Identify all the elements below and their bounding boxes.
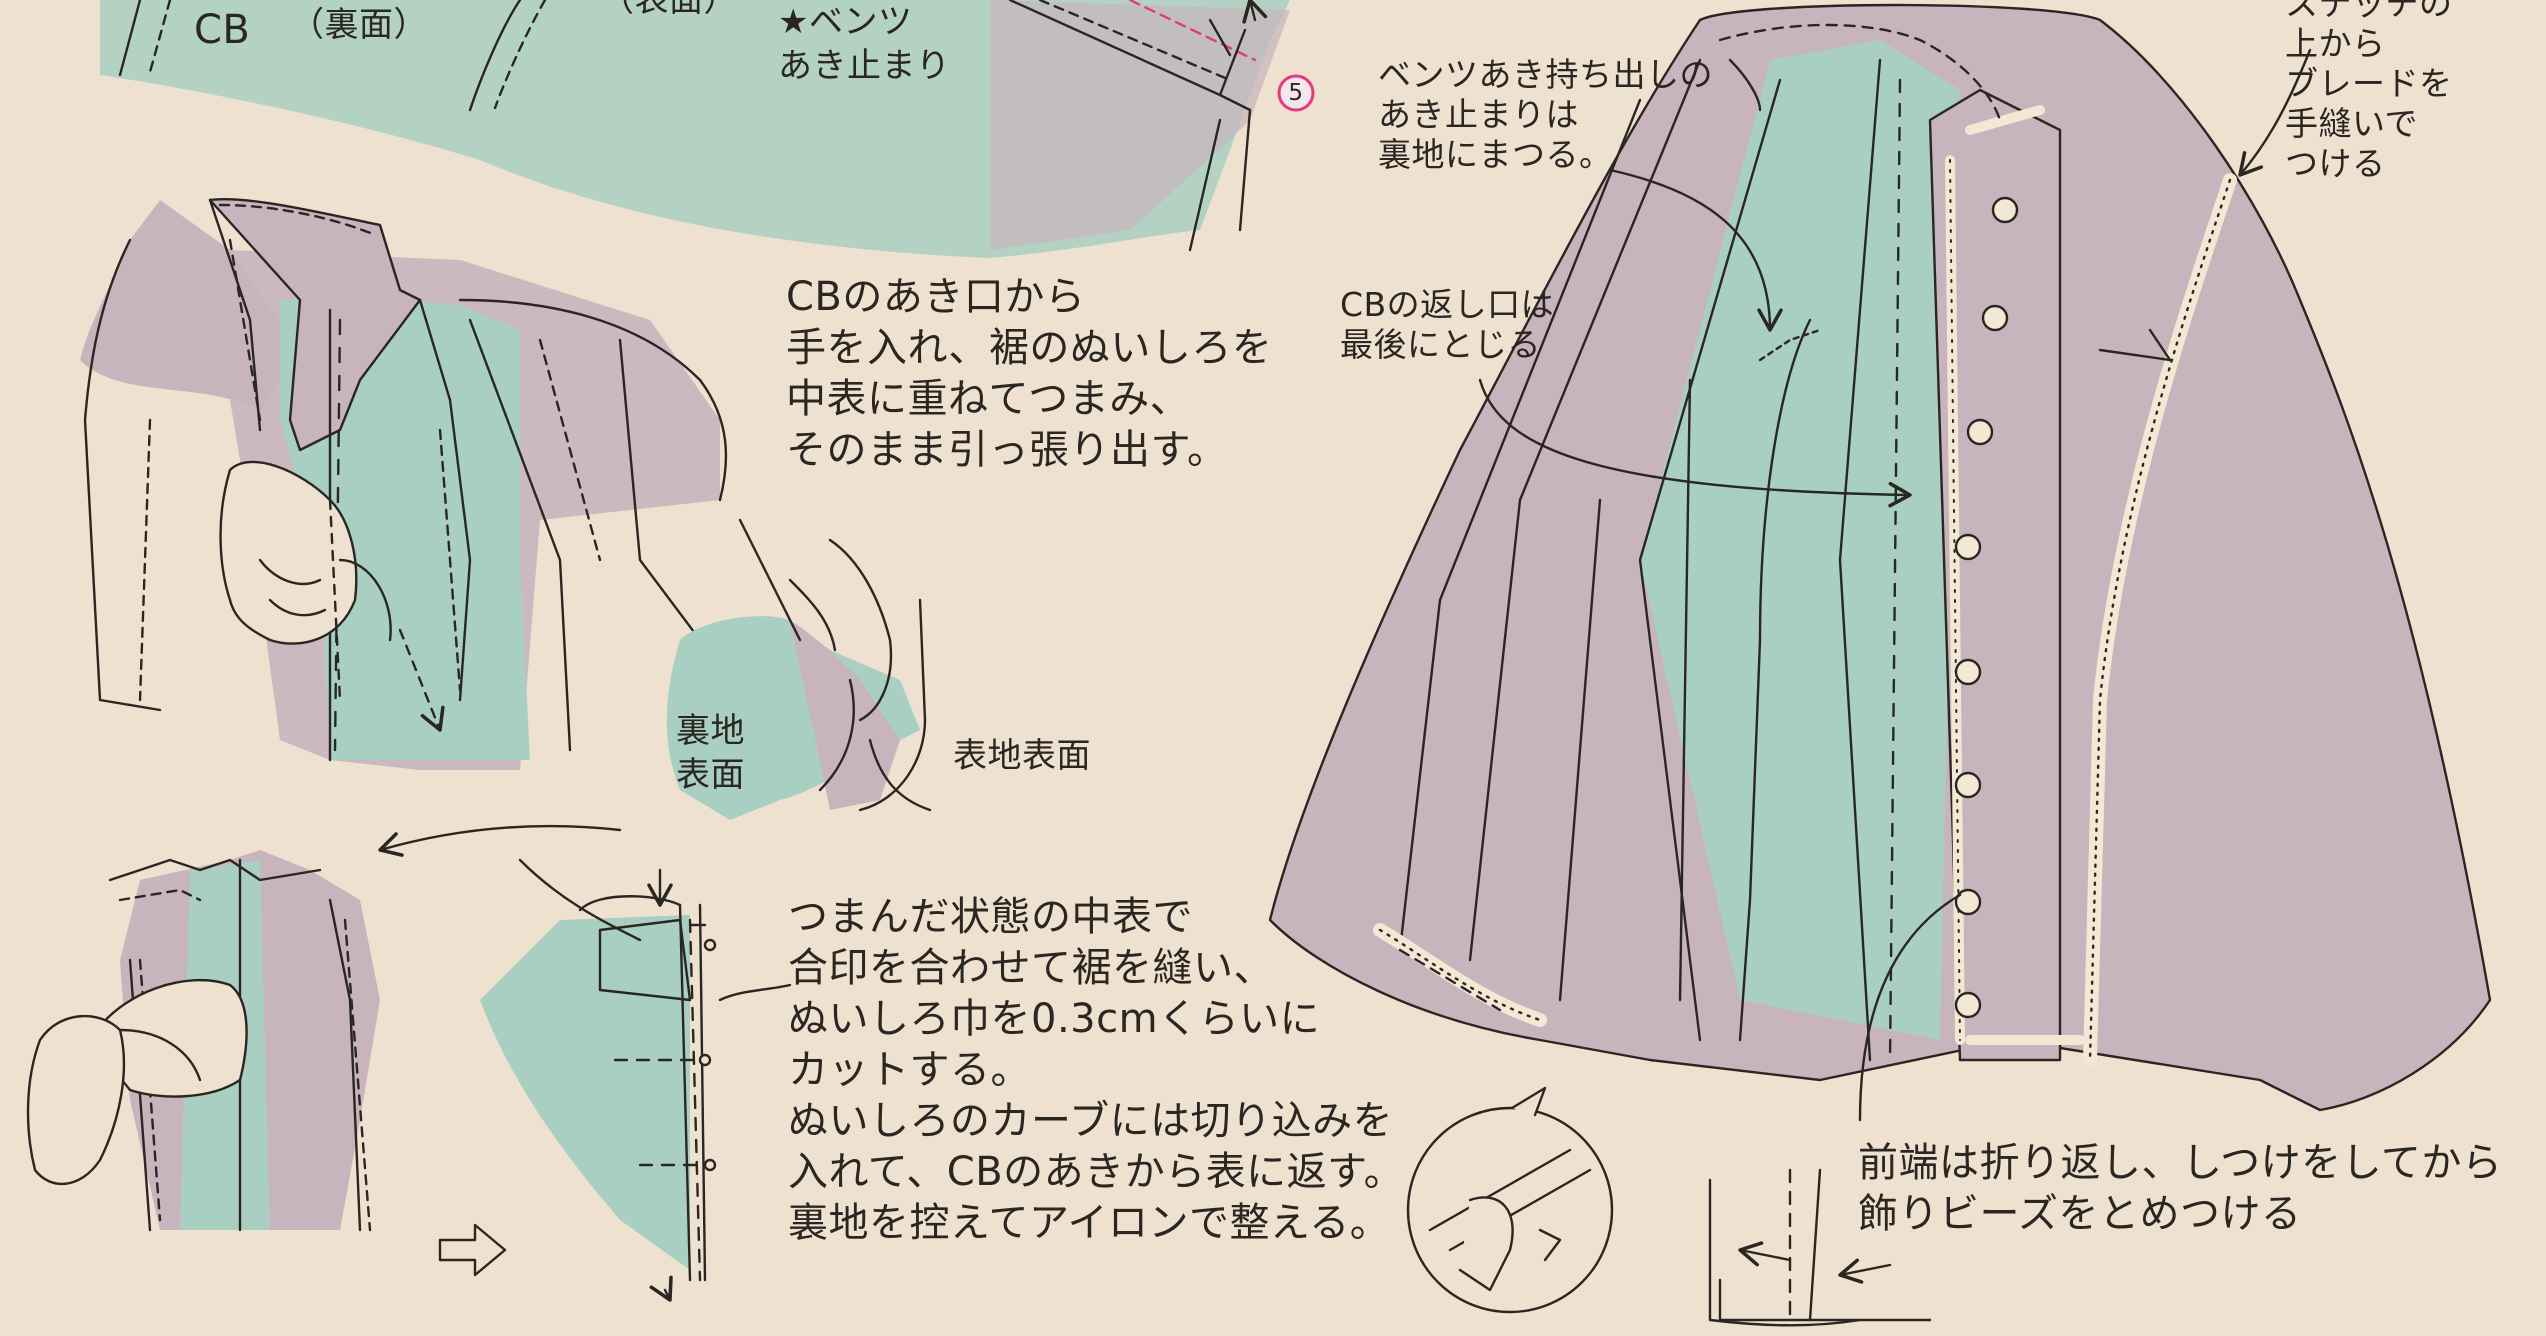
back-side-label-2: （表面） (600, 0, 738, 20)
sew-hem-instruction: つまんだ状態の中表で 合印を合わせて裾を縫い、 ぬいしろ巾を0.3cmくらいに … (788, 894, 1405, 1246)
cb-opening-arrow (1478, 378, 1912, 508)
back-side-label: （裏面） (290, 5, 428, 45)
hem-pinch-detail (666, 518, 932, 820)
step-5-marker (1277, 74, 1315, 112)
decorative-beads (1954, 196, 2019, 1019)
cb-label: CB (194, 7, 251, 53)
front-edge-note: 前端は折り返し、しつけをしてから 飾りビーズをとめつける (1858, 1140, 2503, 1237)
outline-arrow-icon (438, 1223, 507, 1277)
finished-coat-figure (1268, 3, 2492, 1112)
top-pattern-strip (100, 0, 1290, 258)
magnified-detail-circle (1406, 1086, 1614, 1314)
vent-note-arrow (1608, 168, 1783, 332)
braid-note: ステッチの 上から ブレードを 手縫いで つける (2285, 0, 2453, 183)
outer-face-label: 表地表面 (953, 736, 1091, 776)
coat-back-pull-figure (26, 850, 380, 1232)
step-number: 5 (1288, 80, 1304, 106)
pinned-hem-figure (480, 858, 792, 1302)
vent-stop-label: ★ベンツ あき止まり (778, 2, 951, 86)
coat-back-hand-figure (80, 198, 728, 770)
cb-opening-note: CBの返し口は 最後にとじる (1340, 285, 1555, 364)
turn-out-instruction: CBのあき口から 手を入れ、裾のぬいしろを 中表に重ねてつまみ、 そのまま引っ張… (786, 274, 1273, 473)
braid-note-arrow (2238, 48, 2312, 177)
front-edge-fold-diagram (1708, 1168, 1932, 1327)
lining-face-label: 裏地 表面 (676, 711, 745, 795)
front-edge-arrow (1858, 893, 1962, 1122)
vent-note: ベンツあき持ち出しの あき止まりは 裏地にまつる。 (1378, 55, 1713, 174)
curved-arrow-icon (378, 824, 622, 857)
